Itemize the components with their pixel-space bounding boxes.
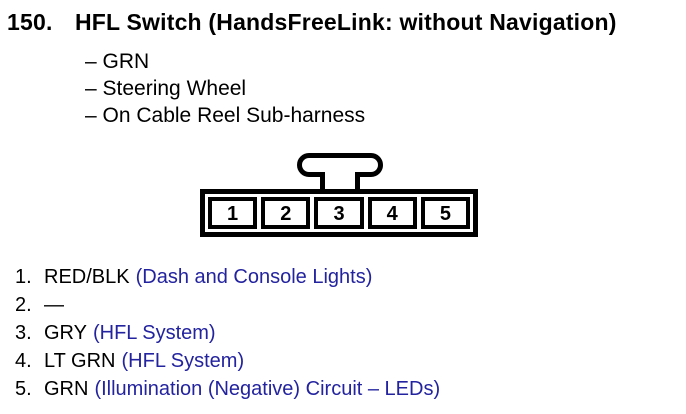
wire-function: (Illumination (Negative) Circuit – LEDs) [94,378,441,400]
pin-number: 4. [15,350,32,372]
connector-lock-stem-icon [320,172,360,194]
pin-cavity-1: 1 [208,197,258,229]
pin-row-5: 5. GRN (Illumination (Negative) Circuit … [15,375,686,403]
pin-row-1: 1. RED/BLK (Dash and Console Lights) [15,263,686,291]
connector-attribute-list: – GRN – Steering Wheel – On Cable Reel S… [85,48,686,129]
connector-diagram: 1 2 3 4 5 [200,153,478,237]
pin-function-list: 1. RED/BLK (Dash and Console Lights) 2. … [15,263,686,403]
pin-number: 3. [15,322,32,344]
pin-cavity-label: 1 [227,202,239,225]
pin-cavity-5: 5 [420,197,471,229]
wire-color: GRY [44,322,87,344]
attr-harness: – On Cable Reel Sub-harness [85,104,366,127]
wire-color: LT GRN [44,350,116,372]
wire-color: — [44,294,64,316]
wire-function: (HFL System) [121,350,245,372]
pin-cavity-label: 5 [439,202,451,225]
pin-cavity-4: 4 [367,197,417,229]
attr-connector-color: – GRN [85,50,150,73]
connector-body: 1 2 3 4 5 [200,189,478,237]
section-title-row: 150. HFL Switch (HandsFreeLink: without … [0,0,686,35]
attr-location: – Steering Wheel [85,77,247,100]
section-number: 150. [7,9,53,35]
wire-color: GRN [44,378,89,400]
pin-cavity-label: 2 [280,202,292,225]
wire-function: (HFL System) [92,322,216,344]
wire-color: RED/BLK [44,266,130,288]
pin-row-3: 3. GRY (HFL System) [15,319,686,347]
pin-number: 5. [15,378,32,400]
pin-row-4: 4. LT GRN (HFL System) [15,347,686,375]
pin-cavity-label: 4 [386,202,398,225]
pin-number: 2. [15,294,32,316]
pin-cavity-label: 3 [333,202,345,225]
wire-function: (Dash and Console Lights) [135,266,373,288]
pin-cavity-3: 3 [314,197,364,229]
pin-cavity-2: 2 [261,197,311,229]
pin-row-2: 2. — [15,291,686,319]
page-title: HFL Switch (HandsFreeLink: without Navig… [75,9,617,35]
pin-number: 1. [15,266,32,288]
